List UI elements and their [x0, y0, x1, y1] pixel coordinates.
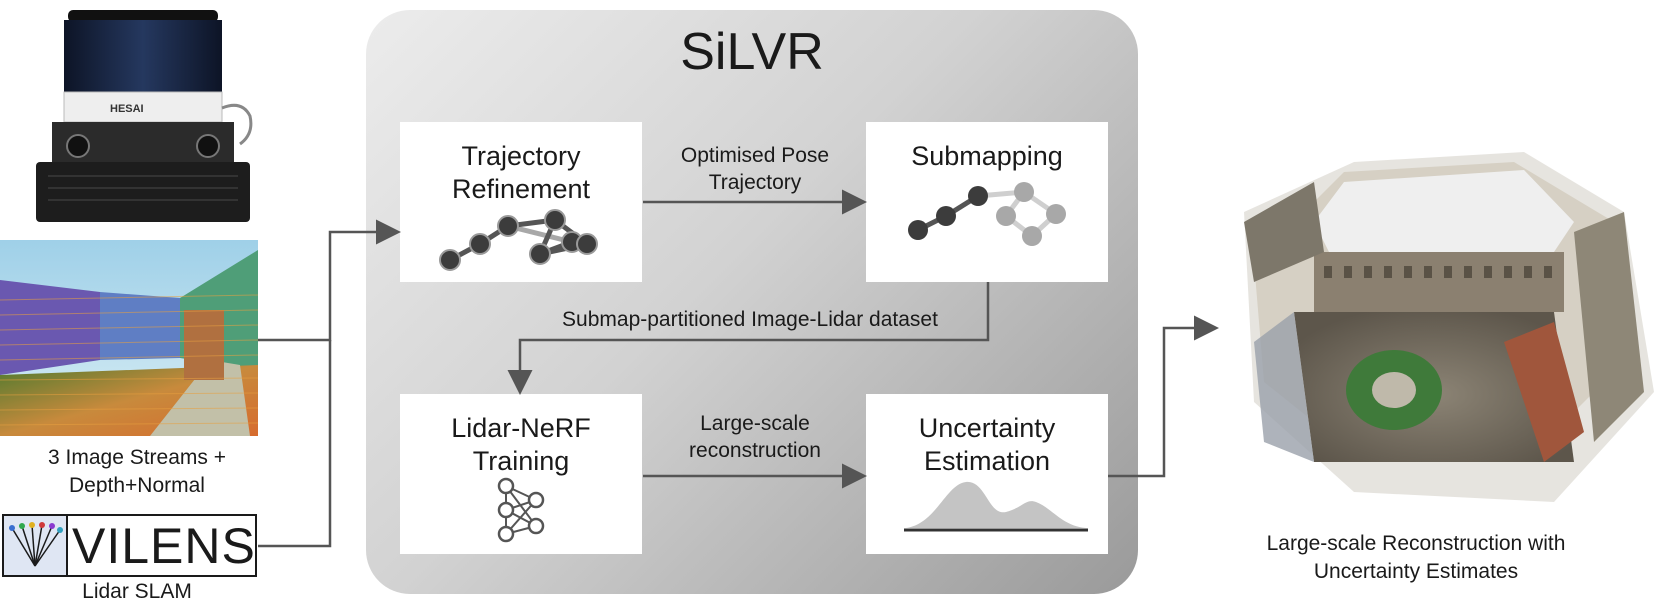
trajectory-refinement-line2: Refinement	[451, 174, 591, 204]
lidar-nerf-training-line2: Training	[472, 446, 570, 476]
arrow-camera-to-trajectory	[258, 219, 401, 342]
camera-caption-line1: 3 Image Streams +	[48, 446, 226, 469]
sensor-brand-label: HESAI	[110, 103, 144, 115]
edge-label-pose-trajectory-line2: Trajectory	[708, 171, 802, 194]
output-caption: Large-scale Reconstruction with Uncertai…	[1196, 530, 1636, 586]
uncertainty-estimation-line2: Estimation	[923, 446, 1051, 476]
edge-label-pose-trajectory: Optimised Pose Trajectory	[644, 142, 866, 196]
edge-label-pose-trajectory-line1: Optimised Pose	[680, 144, 830, 167]
lidar-nerf-training-title: Lidar-NeRF Training	[400, 412, 642, 478]
camera-depth-image	[0, 240, 258, 436]
trajectory-refinement-title: Trajectory Refinement	[400, 140, 642, 206]
edge-label-large-scale-line2: reconstruction	[689, 439, 821, 462]
trajectory-refinement-block: Trajectory Refinement	[400, 122, 642, 282]
lidar-sensor-image: HESAI	[36, 10, 253, 222]
output-caption-line2: Uncertainty Estimates	[1313, 560, 1519, 583]
vilens-caption: Lidar SLAM	[82, 580, 192, 603]
submap-graph-icon	[908, 182, 1066, 246]
edge-label-submap-dataset: Submap-partitioned Image-Lidar dataset	[562, 308, 938, 331]
uncertainty-estimation-line1: Uncertainty	[918, 413, 1056, 443]
vilens-logo: VILENS	[2, 514, 257, 577]
vilens-emblem-icon	[4, 516, 68, 575]
edge-label-large-scale-line1: Large-scale	[700, 412, 810, 435]
lidar-nerf-training-block: Lidar-NeRF Training	[400, 394, 642, 554]
submapping-block: Submapping	[866, 122, 1108, 282]
distribution-curve-icon	[904, 481, 1088, 532]
lidar-nerf-training-line1: Lidar-NeRF	[451, 413, 591, 443]
arrow-submapping-to-nerf	[507, 282, 990, 395]
pose-graph-icon	[439, 209, 598, 271]
arrow-uncertainty-to-output	[1108, 315, 1219, 478]
arrow-vilens-to-trajectory	[258, 340, 332, 548]
system-title: SiLVR	[680, 23, 824, 81]
trajectory-refinement-line1: Trajectory	[461, 141, 581, 171]
camera-caption-line2: Depth+Normal	[69, 474, 205, 497]
uncertainty-estimation-title: Uncertainty Estimation	[866, 412, 1108, 478]
output-caption-line1: Large-scale Reconstruction with	[1266, 532, 1566, 555]
neural-network-icon	[497, 477, 545, 543]
vilens-logo-text: VILENS	[72, 518, 256, 574]
submapping-title: Submapping	[911, 141, 1063, 171]
reconstruction-render-image	[1244, 152, 1654, 502]
camera-caption: 3 Image Streams + Depth+Normal	[0, 444, 274, 500]
uncertainty-estimation-block: Uncertainty Estimation	[866, 394, 1108, 554]
edge-label-large-scale-reconstruction: Large-scale reconstruction	[644, 410, 866, 464]
